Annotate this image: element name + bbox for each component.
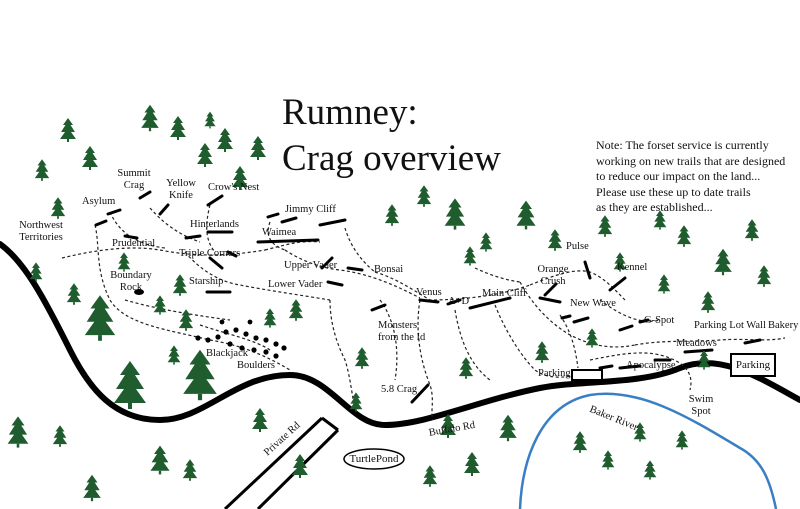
buffalo-road-spur [321,416,339,432]
label-yellow-knife: Yellow Knife [166,178,196,202]
baker-river [518,392,778,509]
label-pulse: Pulse [566,241,589,252]
trail-network [61,204,786,421]
label-yellow-knife-line2: Knife [169,190,193,201]
label-parking-main: Parking [538,368,571,379]
label-swim-spot-line1: Swim [688,394,714,405]
label-waimea: Waimea [262,227,297,238]
label-triple-corners: Triple Corners [179,248,241,259]
label-upper-vader: Upper Vader [284,260,338,271]
note-line5: as they are established... [596,200,713,214]
label-kennel: Kennel [617,262,648,273]
label-main-cliff: Main Cliff [482,288,527,299]
label-bakery: Bakery [768,320,799,331]
label-bonsai: Bonsai [374,264,404,275]
note-line4: Please use these up to date trails [596,184,751,199]
map-title-line2: Crag overview [282,138,501,179]
label-turtle-pond: TurtlePond [349,453,399,465]
forest-service-note: Note: The forset service is currently wo… [596,138,785,216]
main-road [0,241,800,429]
label-swim-spot-line2: Spot [691,406,711,417]
label-lower-vader: Lower Vader [268,279,323,290]
label-orange-crush-line1: Orange [537,264,569,275]
turtle-pond-outline [343,448,405,470]
label-orange-crush-line2: Crush [540,276,566,287]
note-line2: working on new trails that are designed [596,153,786,168]
label-asylum: Asylum [82,196,116,207]
label-boulders: Boulders [237,360,275,371]
label-boundary-rock-line2: Rock [119,282,143,293]
label-yellow-knife-line1: Yellow [166,178,196,189]
parking-east-box [730,353,776,377]
parking-main-box [571,369,603,381]
boundary-rock-marker [134,289,144,295]
label-venus: Venus [416,287,442,298]
label-monsters-line2: from the Id [378,332,426,343]
crag-walls [94,190,762,404]
label-g-spot: G-Spot [644,315,675,326]
label-5-8-crag: 5.8 Crag [381,384,418,395]
label-orange-crush: Orange Crush [538,264,569,288]
label-boundary-rock-line1: Boundary [110,270,152,281]
label-summit-crag: Summit Crag [117,168,150,192]
map-title-line1: Rumney: [282,92,418,133]
label-parking-east: Parking [735,359,771,371]
label-parking-lot-wall: Parking Lot Wall [694,320,766,331]
label-meadows: Meadows [676,338,717,349]
note-line1: Note: The forset service is currently [596,138,769,152]
label-new-wave: New Wave [570,298,616,309]
label-a-d: A+D [448,296,470,307]
label-northwest-line1: Northwest [19,220,63,231]
label-prudential: Prudential [112,238,156,249]
label-northwest-territories: Northwest Territories [19,220,63,244]
label-swim-spot: Swim Spot [689,394,714,418]
label-summit-crag-line1: Summit [117,168,151,179]
label-hinterlands: Hinterlands [190,219,239,230]
label-starship: Starship [189,276,224,287]
label-blackjack: Blackjack [206,348,248,359]
label-apocalypse: Apocalypse [626,360,676,371]
label-crows-nest: Crow's Nest [208,182,260,193]
label-jimmy-cliff: Jimmy Cliff [285,204,336,215]
label-monsters-line1: Monsters [378,320,418,331]
label-monsters-from-the-id: Monsters from the Id [378,320,425,344]
note-line3: to reduce our impact on the land... [596,169,761,183]
map-title: Rumney: Crag overview [282,90,501,182]
label-boundary-rock: Boundary Rock [110,270,151,294]
label-northwest-line2: Territories [19,232,63,243]
boulder-field [195,319,287,359]
label-summit-crag-line2: Crag [123,180,145,191]
